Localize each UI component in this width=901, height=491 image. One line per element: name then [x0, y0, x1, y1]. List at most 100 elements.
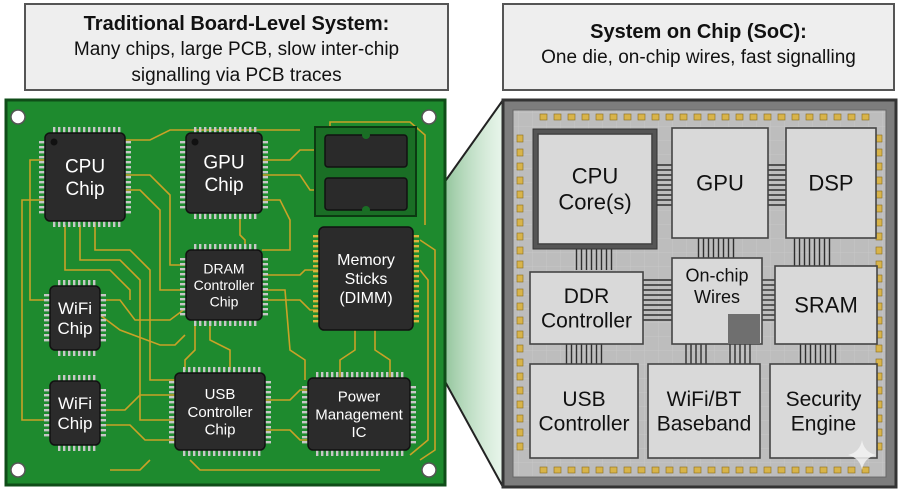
wifi-chip-1-label: WiFi	[58, 299, 92, 318]
wire-junction-marker	[728, 314, 760, 344]
gpu-chip-label: GPU	[203, 152, 244, 173]
pcb-board: CPUChipGPUChipDRAMControllerChipMemorySt…	[4, 98, 447, 487]
pcb-trace	[374, 330, 391, 378]
mount-hole	[10, 109, 26, 125]
power-management-ic-label: IC	[352, 424, 367, 441]
pcb-trace	[100, 299, 191, 321]
pcb-trace	[21, 199, 45, 421]
pcb-trace	[265, 429, 310, 441]
pcb-trace	[409, 269, 429, 456]
cpu-chip-label: CPU	[65, 156, 105, 177]
bus-wire-bundle	[697, 238, 735, 258]
memory-sticks-dimm-label: Memory	[337, 252, 395, 269]
memory-sticks-dimm-label: Sticks	[345, 271, 388, 288]
soc-cpu-core-label: CPU	[572, 164, 618, 189]
pcb-trace	[189, 459, 380, 471]
pcb-trace	[100, 189, 190, 291]
mount-hole	[421, 462, 437, 478]
soc-on-chip-wires-label: Wires	[694, 287, 740, 307]
soc-usb-controller-label: USB	[562, 388, 605, 411]
pcb-trace	[260, 174, 315, 191]
bus-wire-bundle	[762, 279, 775, 321]
mount-hole	[10, 462, 26, 478]
board-subtitle-line2: signalling via PCB traces	[131, 65, 342, 86]
pcb-trace	[64, 225, 131, 300]
pcb-trace	[339, 330, 356, 378]
die-pads	[516, 113, 883, 474]
pcb-trace	[100, 174, 190, 266]
pcb-trace	[100, 424, 175, 441]
dimm-slot-group	[314, 126, 417, 217]
soc-wifi-bt-baseband-label: WiFi/BT	[667, 388, 742, 411]
pcb-trace	[110, 459, 151, 471]
soc-title: System on Chip (SoC):	[590, 21, 807, 43]
usb-controller-chip-label: Chip	[205, 421, 236, 438]
board-title-box: Traditional Board-Level System: Many chi…	[24, 3, 449, 91]
pcb-trace	[265, 389, 310, 401]
dram-controller-chip-label: Controller	[194, 277, 255, 293]
bus-wire-bundle	[685, 344, 707, 364]
pcb-trace	[99, 314, 186, 346]
soc-sram: SRAM	[774, 265, 878, 345]
soc-dsp-label: DSP	[808, 171, 853, 196]
soc-subtitle: One die, on-chip wires, fast signalling	[541, 47, 856, 68]
soc-wifi-bt-baseband-label: Baseband	[657, 413, 752, 436]
board-chips: CPUChipGPUChipDRAMControllerChipMemorySt…	[39, 127, 419, 456]
soc-ddr-controller-label: DDR	[564, 285, 610, 308]
soc-cpu-core-label: Core(s)	[558, 190, 631, 215]
dimm-slot-upper	[324, 134, 408, 168]
bus-wire-bundle	[793, 238, 831, 266]
soc-title-box: System on Chip (SoC): One die, on-chip w…	[502, 3, 895, 91]
soc-security-engine-label: Security	[786, 388, 862, 411]
bus-wire-bundle	[643, 279, 672, 321]
memory-sticks-dimm-label: (DIMM)	[339, 290, 392, 307]
bus-wire-bundle	[575, 248, 613, 270]
power-management-ic-label: Management	[315, 406, 403, 423]
soc-ddr-controller-label: Controller	[541, 310, 632, 333]
pcb-trace	[209, 320, 231, 370]
soc-gpu: GPU	[671, 127, 769, 239]
gpu-chip-label: Chip	[204, 175, 243, 196]
bus-wire-bundle	[768, 164, 786, 206]
dram-controller-chip-label: Chip	[210, 293, 239, 309]
board-subtitle-line1: Many chips, large PCB, slow inter-chip	[73, 39, 400, 60]
pcb-trace	[94, 220, 175, 381]
pcb-trace	[29, 159, 45, 301]
soc-sram-label: SRAM	[794, 293, 858, 318]
pcb-trace	[184, 320, 196, 370]
soc-security-engine-label: Engine	[791, 413, 856, 436]
wifi-chip-2-label: WiFi	[58, 394, 92, 413]
usb-controller-chip-label: Controller	[187, 404, 252, 421]
mount-hole	[421, 109, 437, 125]
wifi-chip-1-label: Chip	[58, 319, 93, 338]
soc-gpu-label: GPU	[696, 171, 744, 196]
bus-wire-bundle	[729, 344, 751, 364]
bus-wire-bundle	[799, 344, 837, 364]
pcb-trace	[262, 269, 318, 276]
bus-wire-bundle	[565, 344, 603, 364]
dram-controller-chip-label: DRAM	[203, 260, 244, 276]
dimm-slot-lower	[324, 177, 408, 211]
pcb-trace	[255, 199, 291, 251]
pcb-trace	[329, 121, 426, 225]
pcb-trace	[100, 394, 175, 411]
pcb-trace	[262, 289, 306, 380]
cpu-chip-label: Chip	[65, 179, 104, 200]
bus-wire-bundle	[655, 164, 672, 206]
power-management-ic-label: Power	[338, 389, 381, 406]
soc-dsp: DSP	[785, 127, 877, 239]
board-title: Traditional Board-Level System:	[83, 13, 390, 35]
